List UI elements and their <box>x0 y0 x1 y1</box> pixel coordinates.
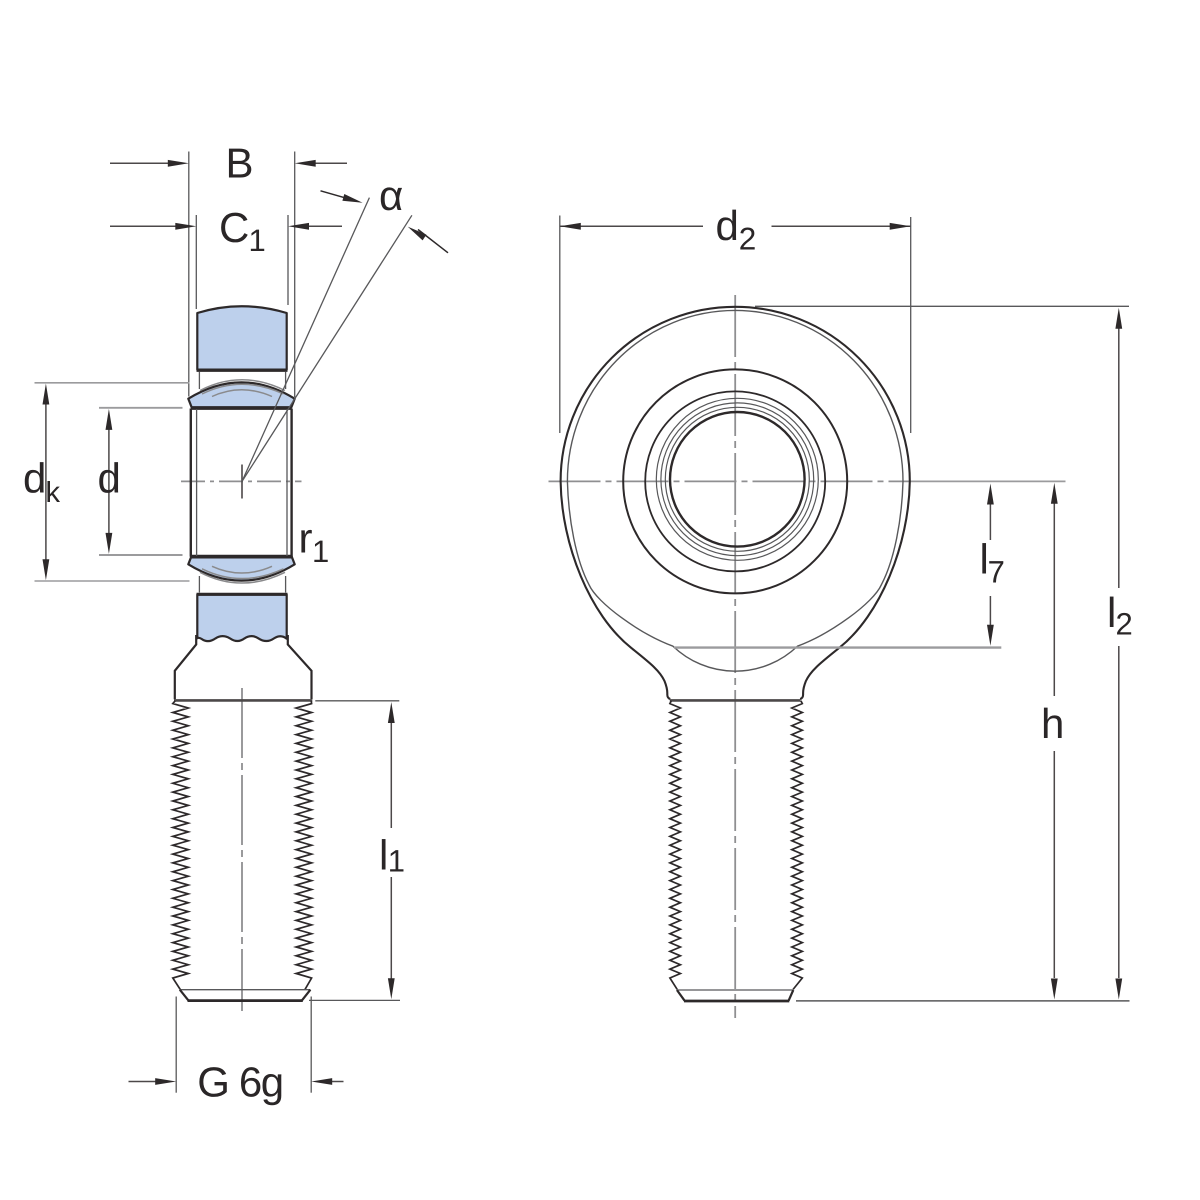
svg-text:l: l <box>1107 589 1116 636</box>
svg-text:C: C <box>219 204 249 251</box>
svg-text:l: l <box>980 536 989 583</box>
svg-text:2: 2 <box>1116 607 1133 642</box>
svg-text:d: d <box>23 455 46 502</box>
svg-text:d: d <box>716 202 739 249</box>
svg-text:1: 1 <box>312 534 329 569</box>
svg-text:B: B <box>226 140 254 187</box>
svg-text:2: 2 <box>739 221 757 257</box>
svg-text:G 6g: G 6g <box>197 1059 282 1106</box>
svg-text:r: r <box>299 515 313 562</box>
svg-text:l: l <box>379 832 388 879</box>
svg-text:k: k <box>46 477 61 509</box>
svg-text:1: 1 <box>388 843 405 878</box>
svg-text:1: 1 <box>249 223 266 258</box>
svg-text:h: h <box>1041 700 1064 747</box>
svg-text:d: d <box>98 455 121 502</box>
svg-text:α: α <box>379 172 403 219</box>
svg-text:7: 7 <box>988 555 1005 590</box>
